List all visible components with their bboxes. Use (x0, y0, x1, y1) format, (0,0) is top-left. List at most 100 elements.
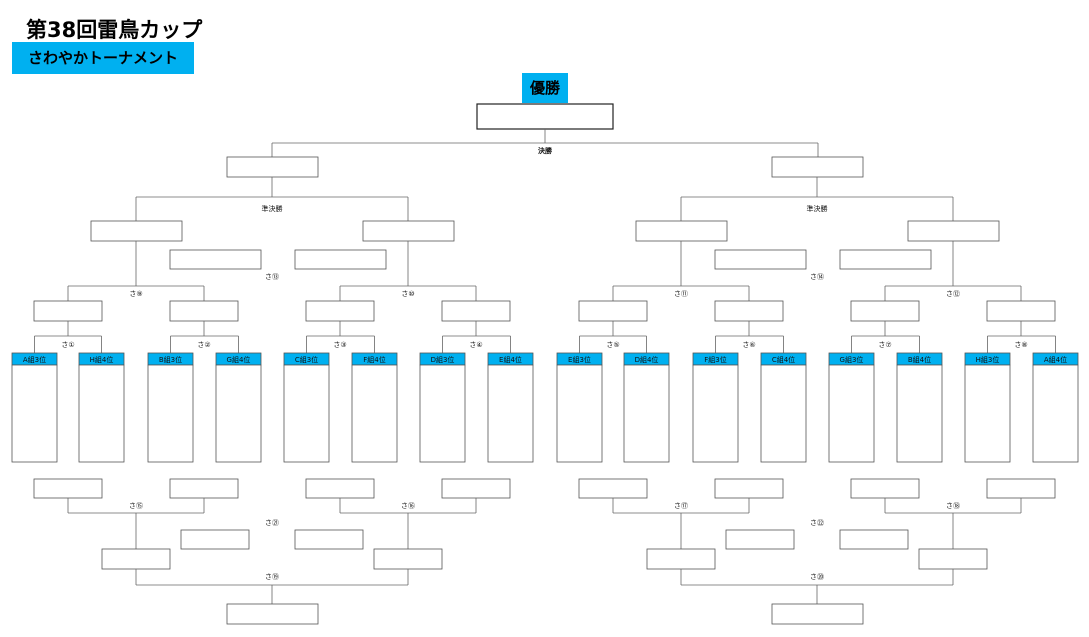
semifinal-slot (907, 220, 1000, 242)
consolation-semi-slot (918, 548, 988, 570)
round2-slot (169, 300, 239, 322)
match-label: さ⑧ (1014, 341, 1027, 349)
consolation-winner-slot (226, 603, 319, 625)
match-label: さ㉑ (265, 519, 279, 527)
placement-slot (839, 529, 909, 550)
match-label: さ⑤ (606, 341, 619, 349)
team-roster-box (147, 364, 194, 463)
team-roster-box (283, 364, 330, 463)
tournament-title: 第38回雷鳥カップ (26, 18, 203, 42)
match-label: さ② (197, 341, 210, 349)
round2-slot (578, 300, 648, 322)
team-name: B組4位 (908, 355, 931, 364)
round2-slot (986, 300, 1056, 322)
semifinal-slot (635, 220, 728, 242)
round2-slot (714, 300, 784, 322)
placement-slot (294, 249, 387, 270)
match-label: さ⑩ (401, 290, 414, 298)
team-name: A組3位 (23, 355, 46, 364)
team-name: G組4位 (227, 355, 251, 364)
consolation-slot (850, 478, 920, 499)
team-name: C組3位 (295, 355, 318, 364)
team-roster-box (896, 364, 943, 463)
match-label: さ⑳ (810, 573, 824, 581)
consolation-slot (169, 478, 239, 499)
placement-slot (169, 249, 262, 270)
consolation-semi-slot (101, 548, 171, 570)
team-roster-box (828, 364, 875, 463)
match-label: さ④ (469, 341, 482, 349)
consolation-semi-slot (646, 548, 716, 570)
placement-slot (180, 529, 250, 550)
consolation-slot (441, 478, 511, 499)
team-roster-box (964, 364, 1011, 463)
semifinal-label: 準決勝 (807, 204, 828, 213)
team-roster-box (1032, 364, 1079, 463)
finalist-left-slot (226, 156, 319, 178)
consolation-slot (986, 478, 1056, 499)
semifinal-slot (362, 220, 455, 242)
team-name: H組4位 (90, 355, 114, 364)
semifinal-label: 準決勝 (262, 204, 283, 213)
placement-slot (714, 249, 807, 270)
team-roster-box (623, 364, 670, 463)
round2-slot (850, 300, 920, 322)
placement-slot (294, 529, 364, 550)
match-label: さ⑫ (946, 290, 960, 298)
team-roster-box (487, 364, 534, 463)
match-label: さ① (61, 341, 74, 349)
team-name: E組4位 (499, 355, 522, 364)
tournament-subtitle: さわやかトーナメント (12, 42, 194, 74)
consolation-slot (714, 478, 784, 499)
match-label: さ⑥ (742, 341, 755, 349)
champion-label: 優勝 (522, 73, 568, 103)
match-label: さ㉒ (810, 519, 824, 527)
champion-slot (476, 103, 614, 130)
consolation-semi-slot (373, 548, 443, 570)
consolation-slot (33, 478, 103, 499)
team-name: F組4位 (363, 355, 385, 364)
finalist-right-slot (771, 156, 864, 178)
team-name: B組3位 (159, 355, 182, 364)
consolation-winner-slot (771, 603, 864, 625)
team-roster-box (11, 364, 58, 463)
team-name: C組4位 (772, 355, 795, 364)
team-roster-box (215, 364, 262, 463)
team-roster-box (351, 364, 398, 463)
team-roster-box (556, 364, 603, 463)
team-name: A組4位 (1044, 355, 1067, 364)
match-label: さ⑨ (129, 290, 142, 298)
round2-slot (305, 300, 375, 322)
final-label: 決勝 (538, 146, 553, 155)
team-roster-box (692, 364, 739, 463)
match-label: さ⑮ (129, 502, 143, 510)
match-label: さ⑱ (946, 502, 960, 510)
consolation-slot (578, 478, 648, 499)
match-label: さ⑬ (265, 273, 279, 281)
round2-slot (441, 300, 511, 322)
match-label: さ⑭ (810, 273, 824, 281)
match-label: さ⑦ (878, 341, 891, 349)
consolation-slot (305, 478, 375, 499)
match-label: さ⑯ (401, 502, 415, 510)
team-roster-box (760, 364, 807, 463)
round2-slot (33, 300, 103, 322)
placement-slot (839, 249, 932, 270)
match-label: さ⑰ (674, 502, 688, 510)
team-name: D組4位 (635, 355, 659, 364)
match-label: さ③ (333, 341, 346, 349)
team-roster-box (78, 364, 125, 463)
team-name: E組3位 (568, 355, 591, 364)
team-name: D組3位 (431, 355, 455, 364)
team-name: G組3位 (840, 355, 864, 364)
team-name: F組3位 (704, 355, 726, 364)
match-label: さ⑲ (265, 573, 279, 581)
team-name: H組3位 (976, 355, 1000, 364)
team-roster-box (419, 364, 466, 463)
match-label: さ⑪ (674, 290, 688, 298)
placement-slot (725, 529, 795, 550)
semifinal-slot (90, 220, 183, 242)
